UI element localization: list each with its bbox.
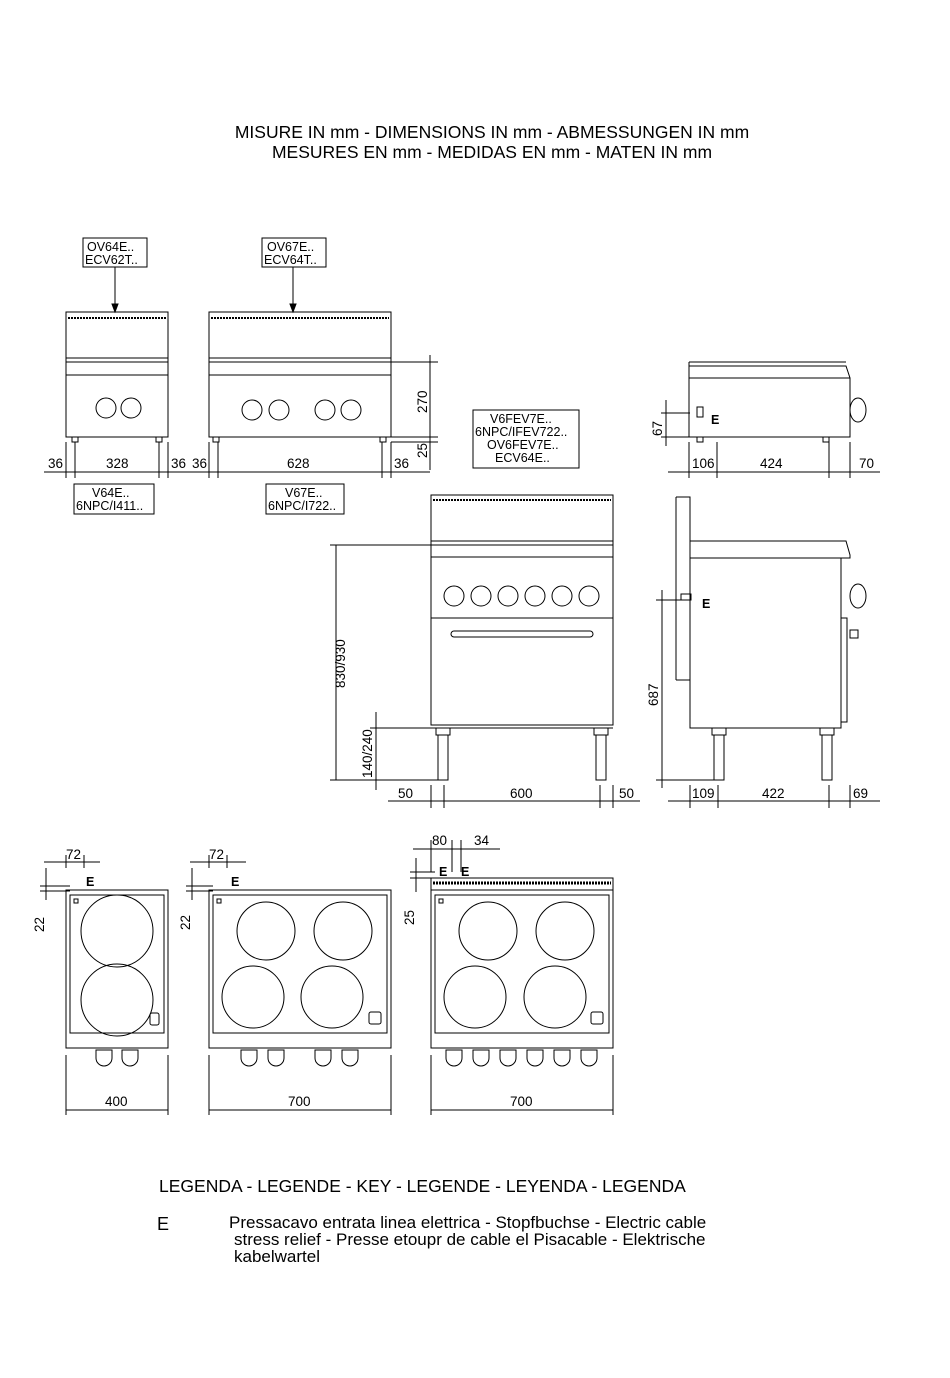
e-marker-plan2: E — [231, 875, 239, 889]
dim-400: 400 — [105, 1094, 128, 1109]
dim-422: 422 — [762, 786, 785, 801]
model-v6f-line3: OV6FEV7E.. — [487, 438, 559, 452]
model-label-v67: V67E.. 6NPC/I722.. — [265, 483, 345, 515]
side-view-countertop: E 67 106 424 70 — [650, 361, 880, 478]
dim-50-right: 50 — [619, 786, 634, 801]
dim-600: 600 — [510, 786, 533, 801]
model-v6f-line1: V6FEV7E.. — [490, 412, 552, 426]
plan-view-700-b: E E 80 34 25 700 — [402, 833, 614, 1115]
plan-view-700-a: E 72 22 700 — [178, 847, 392, 1115]
dim-50-left: 50 — [398, 786, 413, 801]
e-marker-plan1: E — [86, 875, 94, 889]
dim-109: 109 — [692, 786, 715, 801]
model-v6f-line2: 6NPC/IFEV722.. — [475, 425, 567, 439]
e-marker-side-oven: E — [702, 597, 710, 611]
front-view-oven: 830/930 140/240 50 600 50 — [330, 494, 640, 808]
legend-line-3: kabelwartel — [234, 1247, 320, 1266]
model-label-ov64: OV64E.. ECV62T.. — [82, 237, 148, 314]
dim-36-right: 36 — [394, 456, 409, 471]
model-v67-line1: V67E.. — [285, 486, 323, 500]
dim-25: 25 — [415, 443, 430, 458]
model-label-v6f: V6FEV7E.. 6NPC/IFEV722.. OV6FEV7E.. ECV6… — [472, 409, 580, 469]
e-marker-plan3b: E — [461, 865, 469, 879]
dim-36-left: 36 — [48, 456, 63, 471]
e-marker-plan3a: E — [439, 865, 447, 879]
dim-106: 106 — [692, 456, 715, 471]
e-marker-side-top: E — [711, 413, 719, 427]
dim-22-plan2: 22 — [178, 915, 193, 930]
legend-symbol: E — [157, 1214, 170, 1234]
dim-36-mid2: 36 — [192, 456, 207, 471]
legend-description: Pressacavo entrata linea elettrica - Sto… — [229, 1214, 789, 1265]
model-ov67-line1: OV67E.. — [267, 240, 314, 254]
model-v64-line2: 6NPC/I411.. — [76, 499, 143, 513]
front-view-small-unit — [65, 311, 169, 443]
dim-700-b: 700 — [510, 1094, 533, 1109]
dim-830-930: 830/930 — [333, 639, 348, 688]
legend-title: LEGENDA - LEGENDE - KEY - LEGENDE - LEYE… — [159, 1176, 686, 1196]
model-v64-line1: V64E.. — [92, 486, 130, 500]
model-ov64-line1: OV64E.. — [87, 240, 134, 254]
dim-34: 34 — [474, 833, 490, 848]
dim-687: 687 — [646, 683, 661, 706]
dim-328: 328 — [106, 456, 129, 471]
dim-69: 69 — [853, 786, 868, 801]
model-ov67-line2: ECV64T.. — [264, 253, 317, 267]
dim-140-240: 140/240 — [360, 729, 375, 778]
dim-628: 628 — [287, 456, 310, 471]
dim-22-plan1: 22 — [32, 917, 47, 932]
title-line-2: MESURES EN mm - MEDIDAS EN mm - MATEN IN… — [271, 142, 713, 162]
dim-70: 70 — [859, 456, 874, 471]
dim-36-mid1: 36 — [171, 456, 186, 471]
dim-72-plan2: 72 — [209, 847, 224, 862]
title-line-1: MISURE IN mm - DIMENSIONS IN mm - ABMESS… — [234, 122, 750, 142]
dim-72-plan1: 72 — [66, 847, 81, 862]
dim-top-row: 36 328 36 36 628 36 270 25 — [44, 355, 438, 478]
legend-line-1: Pressacavo entrata linea elettrica - Sto… — [229, 1213, 707, 1232]
dim-424: 424 — [760, 456, 783, 471]
side-view-oven: E 687 109 422 69 — [646, 496, 880, 808]
dim-67: 67 — [650, 421, 665, 436]
dim-700-a: 700 — [288, 1094, 311, 1109]
model-v6f-line4: ECV64E.. — [495, 451, 550, 465]
model-ov64-line2: ECV62T.. — [85, 253, 138, 267]
model-label-v64: V64E.. 6NPC/I411.. — [73, 483, 155, 515]
front-view-large-unit — [208, 311, 392, 443]
dim-270: 270 — [415, 390, 430, 413]
model-label-ov67: OV67E.. ECV64T.. — [261, 237, 327, 314]
dim-80: 80 — [432, 833, 447, 848]
model-v67-line2: 6NPC/I722.. — [268, 499, 336, 513]
legend-line-2: stress relief - Presse etoupr de cable e… — [234, 1230, 706, 1249]
plan-view-400: E 72 22 400 — [32, 847, 169, 1115]
dim-25-plan3: 25 — [402, 910, 417, 925]
